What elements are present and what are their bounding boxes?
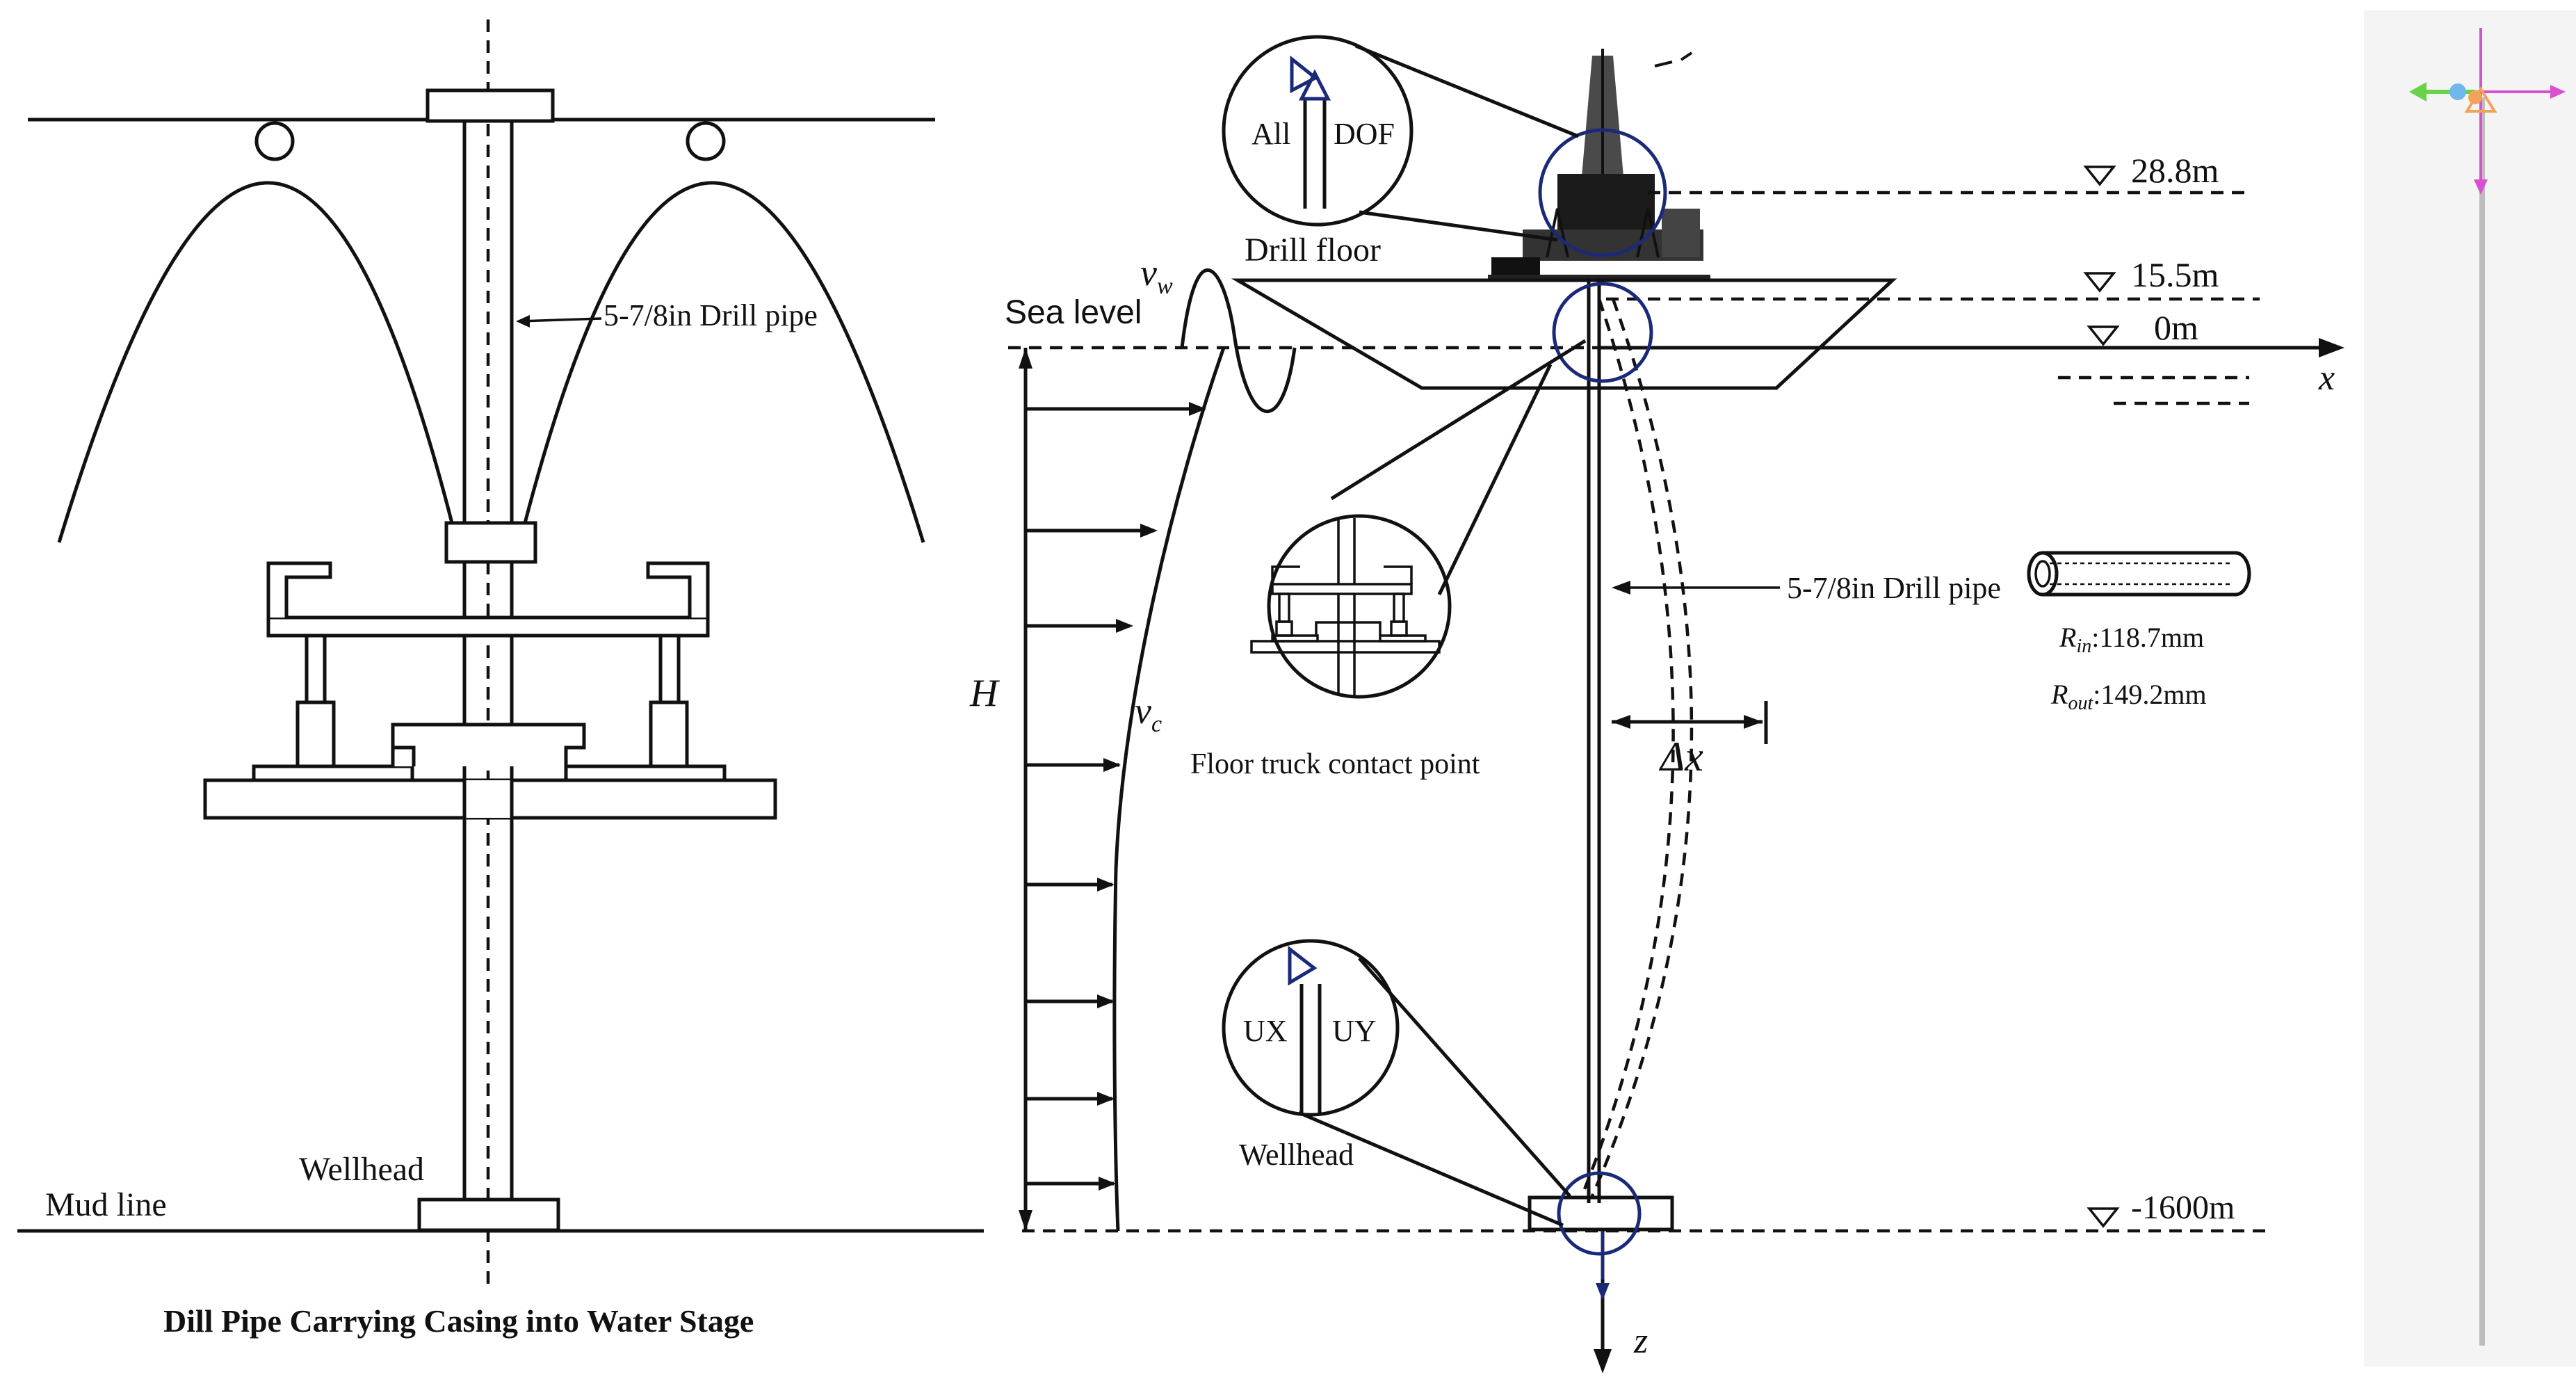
pipe-label-leader bbox=[519, 317, 602, 323]
floor-truck-label: Floor truck contact point bbox=[1190, 748, 1480, 780]
current-profile bbox=[1112, 347, 1226, 1232]
elev-28-marker bbox=[2083, 166, 2116, 186]
cable-right bbox=[523, 181, 925, 543]
right-panel-fe-model bbox=[2364, 10, 2576, 1366]
left-slip bbox=[252, 764, 414, 782]
rig-top-highlight bbox=[1538, 128, 1667, 257]
spider-right-hook bbox=[646, 561, 710, 618]
top-block bbox=[426, 88, 555, 123]
x-axis-arrow bbox=[2319, 338, 2344, 357]
left-wellhead-label: Wellhead bbox=[299, 1151, 424, 1188]
mud-line-label: Mud line bbox=[45, 1186, 167, 1223]
rout-label: Rout:149.2mm bbox=[2050, 679, 2207, 714]
detail-wellhead-dof: UX UY bbox=[1222, 939, 1571, 1227]
elev-1600-marker bbox=[2087, 1207, 2120, 1228]
vc-label: vc bbox=[1135, 690, 1162, 737]
elevator-block bbox=[444, 521, 537, 564]
detail-floor-truck bbox=[1250, 339, 1587, 699]
wave-curve bbox=[1180, 268, 1297, 413]
uy-label: UY bbox=[1332, 1014, 1377, 1048]
wellhead-box bbox=[417, 1198, 560, 1232]
left-cylinder bbox=[295, 700, 336, 768]
vw-label: vw bbox=[1140, 252, 1173, 299]
right-cylinder bbox=[649, 700, 689, 768]
deflected-pipe-inner bbox=[1580, 298, 1675, 1197]
elev-15-marker bbox=[2083, 272, 2116, 293]
ux-label: UX bbox=[1243, 1014, 1288, 1048]
right-slip bbox=[564, 764, 727, 782]
elev-15-label: 15.5m bbox=[2131, 255, 2219, 294]
left-caption: Dill Pipe Carrying Casing into Water Sta… bbox=[163, 1303, 754, 1339]
elev-0-label: 0m bbox=[2154, 308, 2198, 347]
deflected-pipe-outer bbox=[1590, 298, 1694, 1197]
dof-all-label: All bbox=[1251, 117, 1290, 151]
left-panel: 5-7/8in Drill pipe Wellhead Mud line Dil… bbox=[17, 19, 984, 1339]
dof-dof-label: DOF bbox=[1334, 117, 1395, 151]
detail-all-dof: All DOF bbox=[1222, 35, 1579, 242]
rotary-table bbox=[391, 723, 586, 766]
H-label: H bbox=[969, 672, 1000, 715]
spider-beam bbox=[266, 615, 710, 638]
center-wellhead-label: Wellhead bbox=[1239, 1138, 1354, 1172]
center-drill-pipe-label: 5-7/8in Drill pipe bbox=[1787, 571, 2001, 605]
fe-viewport bbox=[2364, 10, 2576, 1366]
pulley-left bbox=[254, 121, 295, 161]
pipe-section-icon bbox=[2027, 551, 2251, 597]
wellhead-highlight bbox=[1557, 1171, 1642, 1256]
x-axis-label: x bbox=[2318, 358, 2335, 398]
pipe-label-arrowhead bbox=[516, 315, 530, 328]
sea-level-label: Sea level bbox=[1005, 294, 1142, 331]
left-post bbox=[305, 634, 327, 704]
platform-hull bbox=[1231, 278, 1897, 390]
drill-floor-label: Drill floor bbox=[1245, 232, 1381, 268]
cable-left bbox=[57, 181, 454, 543]
right-post bbox=[658, 634, 681, 704]
spider-left-hook bbox=[266, 561, 332, 618]
z-axis-label: z bbox=[1633, 1321, 1648, 1361]
elev-28-label: 28.8m bbox=[2131, 151, 2219, 190]
rin-label: Rin:118.7mm bbox=[2059, 622, 2204, 657]
fe-axis-triad bbox=[2409, 28, 2566, 195]
pulley-right bbox=[686, 121, 726, 161]
current-arrows bbox=[1026, 402, 1206, 1191]
wellhead-plate bbox=[1528, 1195, 1674, 1232]
z-axis-arrow bbox=[1594, 1349, 1612, 1373]
drilling-rig-image bbox=[1488, 49, 1710, 279]
left-drill-pipe-label: 5-7/8in Drill pipe bbox=[604, 298, 818, 332]
floor-contact-highlight bbox=[1552, 282, 1653, 383]
elev-1600-label: -1600m bbox=[2131, 1189, 2235, 1226]
elev-0-marker bbox=[2087, 325, 2120, 346]
dx-label: Δx bbox=[1659, 734, 1703, 780]
center-panel: 28.8m 15.5m 0m -1600m x z All bbox=[969, 35, 2344, 1373]
